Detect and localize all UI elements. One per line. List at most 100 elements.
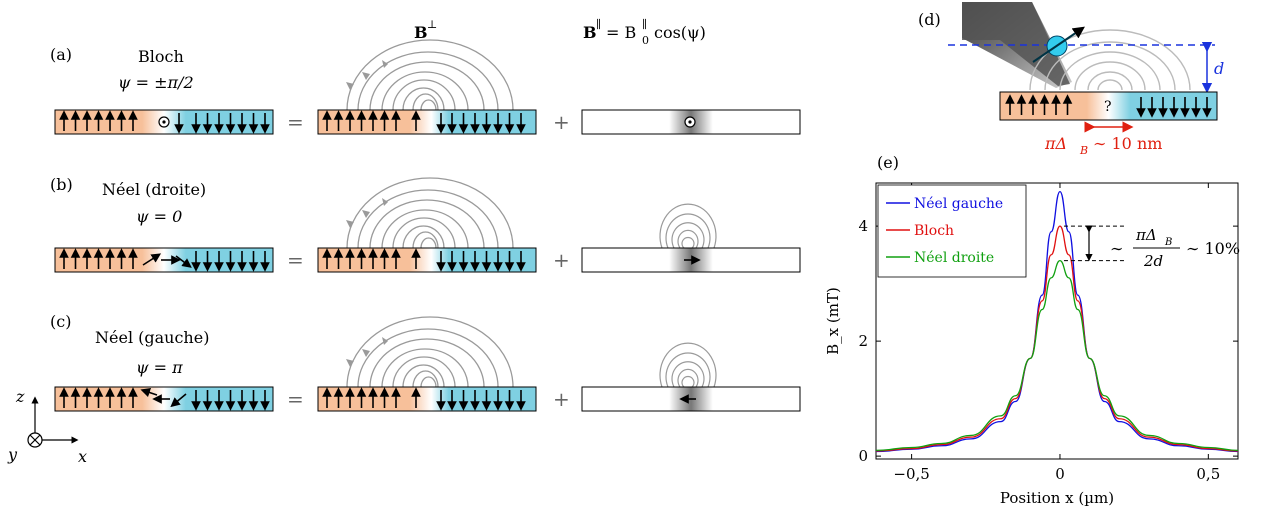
y-tick-label: 2 xyxy=(858,332,868,350)
panel-c-psi: ψ = π xyxy=(136,358,183,377)
wall-vector xyxy=(170,393,187,408)
x-tick-label: 0,5 xyxy=(1196,465,1220,483)
plus-sign: + xyxy=(553,110,570,134)
wall-stripe-a xyxy=(54,109,274,135)
panel-b-psi: ψ = 0 xyxy=(136,207,182,226)
b-perp-stripe-a xyxy=(317,39,537,135)
field-line xyxy=(346,316,514,388)
field-line xyxy=(381,209,469,249)
field-line xyxy=(671,222,705,249)
field-line xyxy=(677,368,699,388)
legend-label: Bloch xyxy=(914,223,954,239)
b-perp-stripe-c xyxy=(317,316,537,412)
field-line xyxy=(665,213,711,249)
panel-a-psi: ψ = ±π/2 xyxy=(118,73,194,92)
panel-e-tag: (e) xyxy=(877,153,899,172)
field-line xyxy=(402,87,445,111)
svg-text:z: z xyxy=(15,387,25,406)
panel-c-tag: (c) xyxy=(50,312,71,331)
svg-text:B: B xyxy=(414,23,428,42)
field-line xyxy=(677,229,699,249)
b-par-stripe-a xyxy=(581,109,801,135)
legend-label: Néel gauche xyxy=(914,196,1003,212)
field-line xyxy=(681,376,695,388)
field-line xyxy=(420,237,437,249)
y-tick-label: 4 xyxy=(858,217,868,235)
field-line xyxy=(659,342,717,388)
svg-text:cos(ψ): cos(ψ) xyxy=(654,23,706,42)
panel-d: (d) d ? πΔ B ∼ 10 nm xyxy=(918,2,1224,157)
y-axis-label: B_x (mT) xyxy=(824,287,842,355)
header-b-perp: B ⊥ xyxy=(414,18,437,42)
svg-text:(d): (d) xyxy=(918,10,941,29)
b-par-stripe-b xyxy=(581,203,801,273)
field-line xyxy=(402,225,445,249)
field-line xyxy=(381,348,469,388)
header-b-par: B ∥ = B ∥ 0 cos(ψ) xyxy=(583,18,706,47)
annotation-prefix: ∼ xyxy=(1110,239,1123,258)
wall-stripe-b xyxy=(54,247,274,273)
svg-text:πΔ: πΔ xyxy=(1044,134,1067,153)
axes-glyph: z y x xyxy=(7,387,87,466)
field-line xyxy=(357,189,499,249)
legend-label: Néel droite xyxy=(914,250,994,266)
field-line xyxy=(392,356,456,388)
annotation-suffix: ∼ 10% xyxy=(1186,239,1240,258)
field-line xyxy=(357,328,499,388)
field-line xyxy=(392,79,456,111)
panel-a-name: Bloch xyxy=(138,47,184,66)
annotation-num: πΔ xyxy=(1135,226,1157,244)
svg-text:B: B xyxy=(583,23,597,42)
svg-text:∥: ∥ xyxy=(596,18,601,31)
x-tick-label: −0,5 xyxy=(893,465,929,483)
field-line xyxy=(420,376,437,388)
svg-text:B: B xyxy=(1079,144,1088,157)
equals-sign: = xyxy=(287,248,304,272)
panel-b-name: Néel (droite) xyxy=(102,180,206,199)
field-line xyxy=(420,99,437,111)
svg-text:⊥: ⊥ xyxy=(427,18,437,31)
y-tick-label: 0 xyxy=(858,447,868,465)
b-par-stripe-c xyxy=(581,342,801,412)
wall-stripe-c xyxy=(54,386,274,412)
field-line xyxy=(659,203,717,249)
series-line-neel-droite xyxy=(875,259,1239,452)
probe-tip xyxy=(962,2,1072,88)
field-line xyxy=(369,338,485,388)
panel-c-name: Néel (gauche) xyxy=(95,328,209,347)
svg-text:= B: = B xyxy=(606,23,636,42)
plus-sign: + xyxy=(553,248,570,272)
svg-text:0: 0 xyxy=(642,34,649,47)
svg-text:x: x xyxy=(78,447,87,466)
x-axis-label: Position x (µm) xyxy=(1000,489,1114,507)
x-tick-label: 0 xyxy=(1055,465,1065,483)
equals-sign: = xyxy=(287,387,304,411)
field-line xyxy=(412,93,439,111)
question-mark: ? xyxy=(1104,99,1112,115)
panel-a-tag: (a) xyxy=(50,45,72,64)
wall-vector xyxy=(175,255,192,268)
field-line xyxy=(681,237,695,249)
field-line xyxy=(381,71,469,111)
plot-frame xyxy=(875,182,1239,460)
svg-text:∥: ∥ xyxy=(642,18,647,31)
panel-b-tag: (b) xyxy=(50,175,73,194)
series-line-bloch xyxy=(875,225,1239,452)
field-line xyxy=(346,177,514,249)
b-perp-stripe-b xyxy=(317,177,537,273)
series-line-neel-gauche xyxy=(875,190,1239,453)
plus-sign: + xyxy=(553,387,570,411)
wall-vector xyxy=(142,253,162,266)
annotation-num-sub: B xyxy=(1164,237,1172,248)
field-line xyxy=(412,231,439,249)
equals-sign: = xyxy=(287,110,304,134)
field-lines-d xyxy=(1029,29,1191,91)
field-line xyxy=(402,364,445,388)
field-line xyxy=(665,352,711,388)
field-line xyxy=(369,61,485,111)
field-line xyxy=(357,51,499,111)
